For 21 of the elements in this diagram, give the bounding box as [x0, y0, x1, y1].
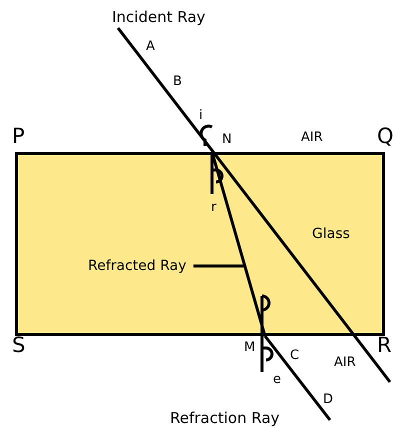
corner-label: P [12, 126, 25, 147]
angle-label: e [273, 373, 281, 386]
material-label: Glass [312, 227, 350, 241]
point-label: N [222, 133, 232, 146]
ray-label: Incident Ray [112, 10, 206, 25]
corner-label: S [12, 335, 26, 356]
leader-line [193, 264, 245, 268]
point-label: M [244, 341, 256, 354]
angle-label: r [211, 201, 216, 214]
corner-label: Q [377, 126, 394, 147]
glass-slab [15, 152, 385, 336]
angle-label: i [199, 109, 203, 122]
point-label: D [323, 393, 334, 406]
point-label: C [290, 349, 300, 362]
ray-label: Refraction Ray [170, 411, 280, 426]
point-label: B [173, 75, 182, 88]
medium-label: AIR [334, 356, 356, 369]
ray-label: Refracted Ray [88, 259, 186, 273]
point-label: A [146, 40, 155, 53]
medium-label: AIR [301, 131, 323, 144]
corner-label: R [377, 335, 392, 356]
